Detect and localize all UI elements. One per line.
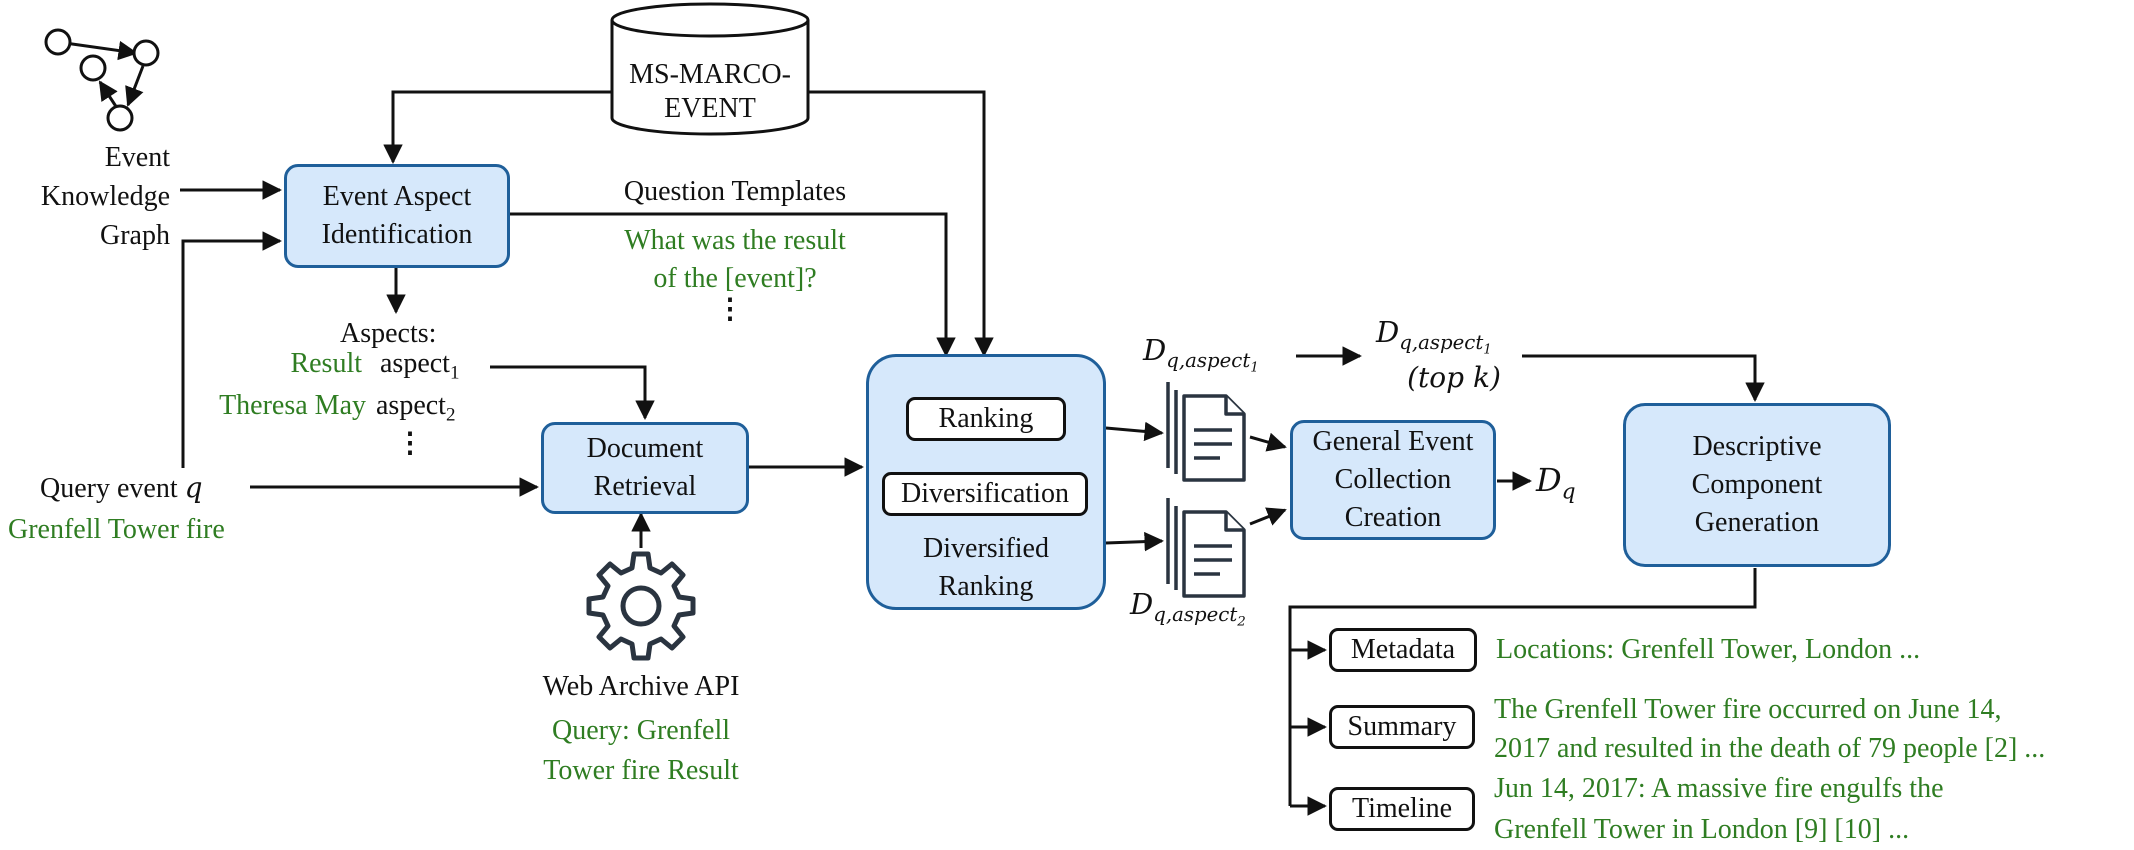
descriptive-component-box: Descriptive Component Generation — [1623, 403, 1891, 567]
timeline-line1: Jun 14, 2017: A massive fire engulfs the — [1494, 773, 1944, 804]
diversified-ranking-line2: Ranking — [938, 571, 1034, 602]
aspect2-word: aspect — [376, 390, 446, 421]
web-archive-query-line2: Tower fire Result — [543, 755, 739, 786]
general-event-line2: Collection — [1334, 464, 1452, 495]
general-event-line3: Creation — [1344, 502, 1442, 533]
database-label-line1: MS-MARCO- — [629, 59, 791, 90]
document-stack-icon — [1166, 382, 1246, 482]
timeline-box: Timeline — [1329, 787, 1475, 831]
descriptive-line1: Descriptive — [1692, 431, 1822, 462]
database-icon — [610, 2, 810, 136]
d-topk-word: aspect — [1418, 330, 1484, 354]
descriptive-line3: Generation — [1694, 507, 1820, 538]
d-aspect1-label: Dq,aspect1 — [1143, 336, 1259, 375]
question-template-example: What was the result of the [event]? — [570, 222, 900, 298]
gear-icon — [586, 551, 696, 661]
d-aspect2-d: D — [1130, 587, 1154, 621]
d-aspect1-q: q, — [1166, 348, 1186, 372]
summary-box: Summary — [1329, 705, 1475, 749]
knowledge-graph-line3: Graph — [100, 220, 170, 251]
document-retrieval-line2: Retrieval — [593, 471, 697, 502]
aspect1-index: 1 — [449, 362, 460, 384]
aspect2-example: Theresa May — [219, 390, 366, 421]
aspect1-label: aspect1 — [380, 350, 459, 383]
timeline-line2: Grenfell Tower in London [9] [10] ... — [1494, 814, 1910, 845]
summary-text: The Grenfell Tower fire occurred on June… — [1494, 690, 2045, 768]
dq-d: D — [1536, 461, 1562, 499]
web-archive-query-line1: Query: Grenfell — [551, 715, 731, 746]
d-topk-q: q, — [1399, 330, 1419, 354]
query-event-text: Query event — [40, 473, 178, 504]
event-aspect-identification-box: Event Aspect Identification — [284, 164, 510, 268]
ranking-box: Ranking — [906, 397, 1066, 441]
document-stack-icon — [1166, 498, 1246, 598]
question-template-line1: What was the result — [624, 225, 846, 256]
aspects-title: Aspects: — [340, 318, 437, 349]
web-archive-title: Web Archive API — [542, 671, 740, 702]
d-aspect1-word: aspect — [1185, 348, 1251, 372]
graph-icon — [44, 28, 160, 132]
timeline-text: Jun 14, 2017: A massive fire engulfs the… — [1494, 768, 1944, 850]
d-topk-d: D — [1376, 315, 1400, 349]
query-event-label: Query event q — [40, 474, 203, 503]
query-example: Grenfell Tower fire — [8, 514, 225, 545]
d-aspect1-index: 1 — [1250, 360, 1259, 376]
document-retrieval-box: Document Retrieval — [541, 422, 749, 514]
knowledge-graph-line1: Event — [104, 142, 170, 173]
dq-label: Dq — [1536, 464, 1576, 503]
metadata-text: Locations: Grenfell Tower, London ... — [1496, 634, 1921, 665]
aspect2-label: aspect2 — [376, 392, 455, 425]
d-aspect2-word: aspect — [1172, 602, 1238, 626]
knowledge-graph-label: Event Knowledge Graph — [0, 138, 170, 255]
d-topk-index: 1 — [1483, 342, 1492, 358]
question-templates-title: Question Templates — [623, 176, 847, 207]
question-template-line2: of the [event]? — [653, 263, 817, 294]
d-aspect1-d: D — [1143, 333, 1167, 367]
event-aspect-line1: Event Aspect — [322, 181, 472, 212]
top-k-label: (top k) — [1407, 361, 1501, 394]
query-symbol: q — [184, 471, 203, 504]
aspect2-index: 2 — [445, 404, 456, 426]
d-aspect1-topk-label: Dq,aspect1 — [1376, 318, 1492, 357]
event-aspect-line2: Identification — [321, 219, 473, 250]
summary-line2: 2017 and resulted in the death of 79 peo… — [1494, 733, 2046, 764]
aspects-ellipsis: ⋮ — [396, 428, 424, 459]
diversified-ranking-line1: Diversified — [923, 533, 1049, 564]
general-event-collection-box: General Event Collection Creation — [1290, 420, 1496, 540]
summary-line1: The Grenfell Tower fire occurred on June… — [1494, 694, 2002, 725]
question-templates-ellipsis: ⋮ — [716, 294, 744, 325]
d-aspect2-q: q, — [1153, 602, 1173, 626]
general-event-line1: General Event — [1312, 426, 1474, 457]
diversified-ranking-label: Diversified Ranking — [866, 530, 1106, 606]
diversification-box: Diversification — [882, 472, 1088, 516]
web-archive-query: Query: Grenfell Tower fire Result — [488, 711, 794, 791]
database-label-line2: EVENT — [664, 93, 756, 124]
database-label: MS-MARCO- EVENT — [612, 58, 808, 126]
connectors — [180, 90, 1765, 816]
d-aspect2-index: 2 — [1237, 614, 1246, 630]
aspect1-word: aspect — [380, 348, 450, 379]
document-retrieval-line1: Document — [586, 433, 704, 464]
dq-q: q — [1561, 479, 1576, 505]
descriptive-line2: Component — [1691, 469, 1823, 500]
d-aspect2-label: Dq,aspect2 — [1130, 590, 1246, 629]
aspect1-example: Result — [290, 348, 362, 379]
knowledge-graph-line2: Knowledge — [40, 181, 170, 212]
metadata-box: Metadata — [1329, 628, 1477, 672]
